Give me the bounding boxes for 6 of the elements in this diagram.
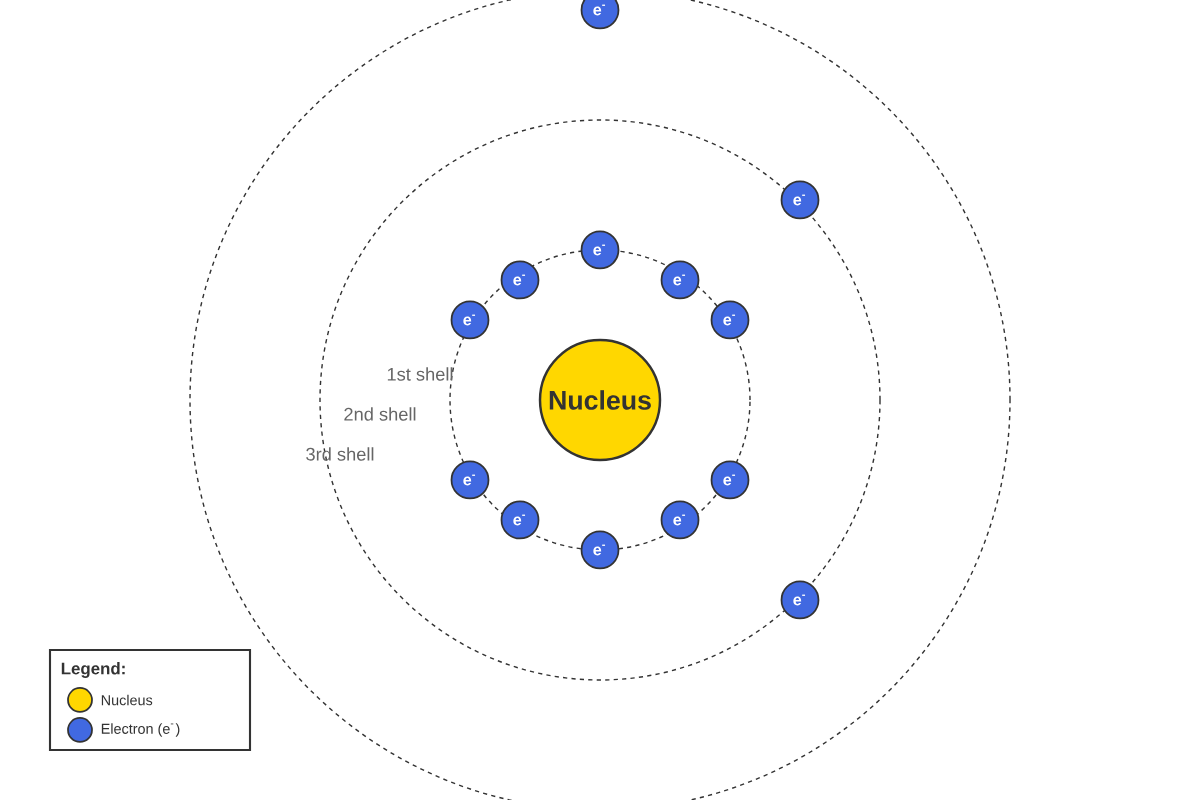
shell-label: 1st shell	[387, 367, 453, 381]
legend-title: Legend:	[61, 662, 125, 678]
legend-text: Nucleus	[101, 694, 153, 706]
legend-text: Electron (e$^{-}$)	[101, 723, 180, 737]
shell-label: 2nd shell	[344, 407, 416, 421]
shell-label: 3rd shell	[306, 447, 374, 461]
